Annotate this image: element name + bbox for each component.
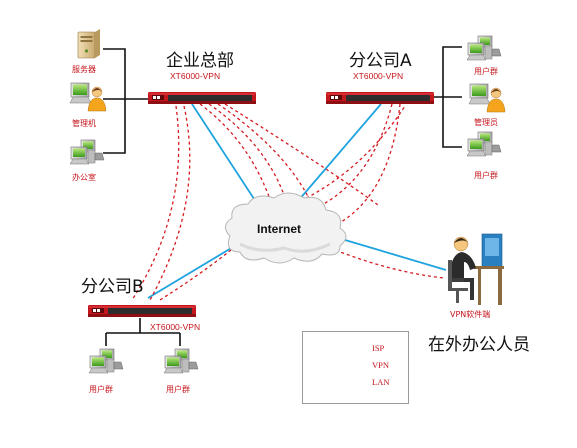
branch-b-users-1-icon <box>88 348 124 374</box>
hq-title: 企业总部 <box>166 51 234 71</box>
vpn-hq-branch-b-2 <box>131 105 180 301</box>
hq-router-icon <box>148 92 256 104</box>
branch-b-model-label: XT6000-VPN <box>150 322 201 332</box>
hq-model-label: XT6000-VPN <box>170 71 221 81</box>
admin-pc-icon <box>69 82 107 112</box>
hq-server-label: 服务器 <box>72 65 96 74</box>
branch-b-router-icon <box>88 305 196 317</box>
isp-branch-a <box>291 103 382 209</box>
isp-remote <box>344 239 447 271</box>
branch-a-title: 分公司A <box>349 51 412 71</box>
branch-a-model-label: XT6000-VPN <box>353 71 404 81</box>
legend-box <box>302 331 409 404</box>
branch-a-users-2-icon <box>466 131 502 157</box>
remote-client-label: VPN软件端 <box>450 310 491 319</box>
legend-isp-label: ISP <box>372 343 385 353</box>
internet-cloud <box>225 192 347 264</box>
vpn-hq-branch-b-1 <box>149 105 191 301</box>
branch-b-users-2-icon <box>163 348 199 374</box>
legend-vpn-label: VPN <box>372 360 390 370</box>
legend-lan-label: LAN <box>372 377 390 387</box>
branch-b-users-2-label: 用户群 <box>166 385 190 394</box>
branch-a-users-1-icon <box>466 35 502 61</box>
branch-b-title: 分公司B <box>81 277 144 297</box>
isp-branch-b <box>147 243 239 299</box>
hq-lan-bus <box>103 48 126 154</box>
hq-admin-pc-label: 管理机 <box>72 119 96 128</box>
branch-a-users-2-label: 用户群 <box>474 171 498 180</box>
branch-a-router-icon <box>326 92 434 104</box>
branch-a-admin-icon <box>468 83 506 113</box>
branch-b-users-1-label: 用户群 <box>89 385 113 394</box>
branch-a-admin-label: 管理员 <box>474 118 498 127</box>
internet-label: Internet <box>257 222 302 236</box>
vpn-hq-branch-a <box>224 103 379 206</box>
isp-hq <box>191 103 259 206</box>
remote-title: 在外办公人员 <box>428 335 530 355</box>
server-icon <box>77 29 100 59</box>
office-pc-icon <box>69 139 105 165</box>
isp-lines <box>147 103 447 299</box>
vpn-hq-2 <box>208 103 291 216</box>
branch-a-users-1-label: 用户群 <box>474 67 498 76</box>
vpn-remote <box>329 247 445 279</box>
hq-office-label: 办公室 <box>72 173 96 182</box>
remote-worker-icon <box>448 233 504 305</box>
vpn-branch-a-2 <box>329 103 401 229</box>
